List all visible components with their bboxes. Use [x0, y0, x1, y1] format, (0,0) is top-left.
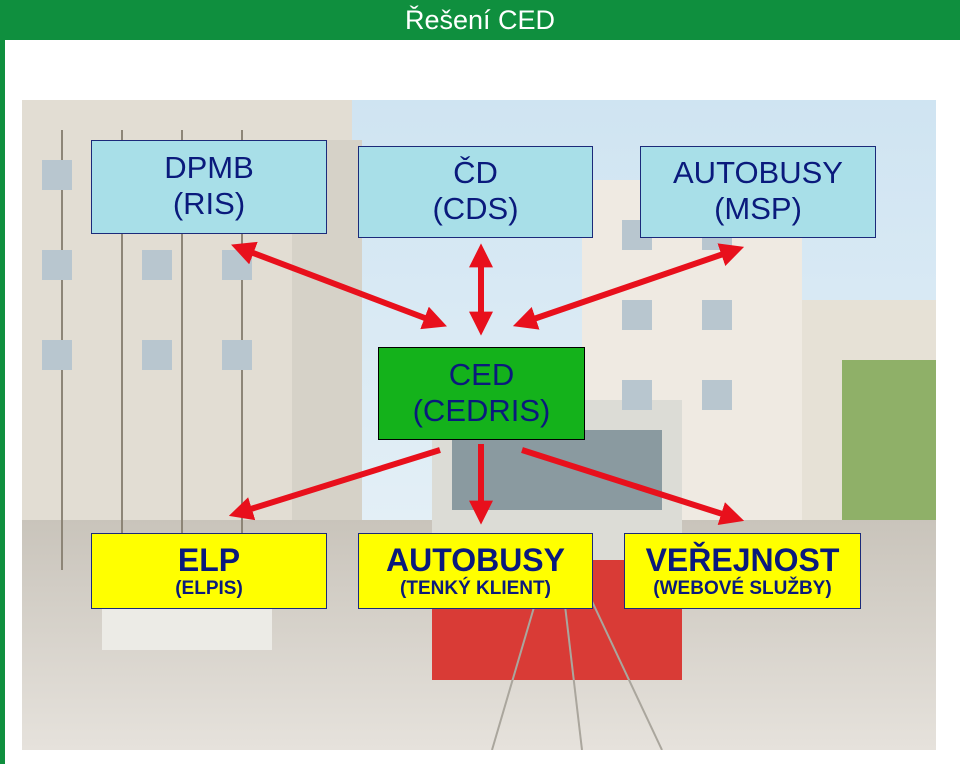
node-autobusy-tenky-klient: AUTOBUSY (TENKÝ KLIENT)	[358, 533, 593, 609]
node-verejnost-line1: VEŘEJNOST	[645, 542, 840, 578]
node-ced-line1: CED	[448, 357, 515, 392]
node-cd-cds: ČD (CDS)	[358, 146, 593, 238]
node-autobusy-msp: AUTOBUSY (MSP)	[640, 146, 876, 238]
node-elp-line2: (ELPIS)	[175, 578, 243, 599]
node-autobusy-tk-line2: (TENKÝ KLIENT)	[400, 578, 551, 599]
title-bar: Řešení CED	[0, 0, 960, 40]
node-dpmb-line2: (RIS)	[172, 186, 246, 221]
node-verejnost-webove-sluzby: VEŘEJNOST (WEBOVÉ SLUŽBY)	[624, 533, 861, 609]
node-ced-line2: (CEDRIS)	[412, 393, 551, 428]
left-accent-strip	[0, 40, 5, 764]
node-cd-line2: (CDS)	[432, 191, 519, 226]
page-title: Řešení CED	[404, 5, 556, 35]
node-cd-line1: ČD	[453, 155, 498, 190]
node-dpmb-ris: DPMB (RIS)	[91, 140, 327, 234]
node-autobusy-msp-line1: AUTOBUSY	[673, 155, 843, 190]
node-ced-cedris: CED (CEDRIS)	[378, 347, 585, 440]
node-autobusy-tk-line1: AUTOBUSY	[386, 542, 565, 578]
node-elp-elpis: ELP (ELPIS)	[91, 533, 327, 609]
node-verejnost-line2: (WEBOVÉ SLUŽBY)	[653, 578, 832, 599]
node-autobusy-msp-line2: (MSP)	[714, 191, 802, 226]
node-dpmb-line1: DPMB	[164, 150, 254, 185]
node-elp-line1: ELP	[177, 542, 241, 578]
